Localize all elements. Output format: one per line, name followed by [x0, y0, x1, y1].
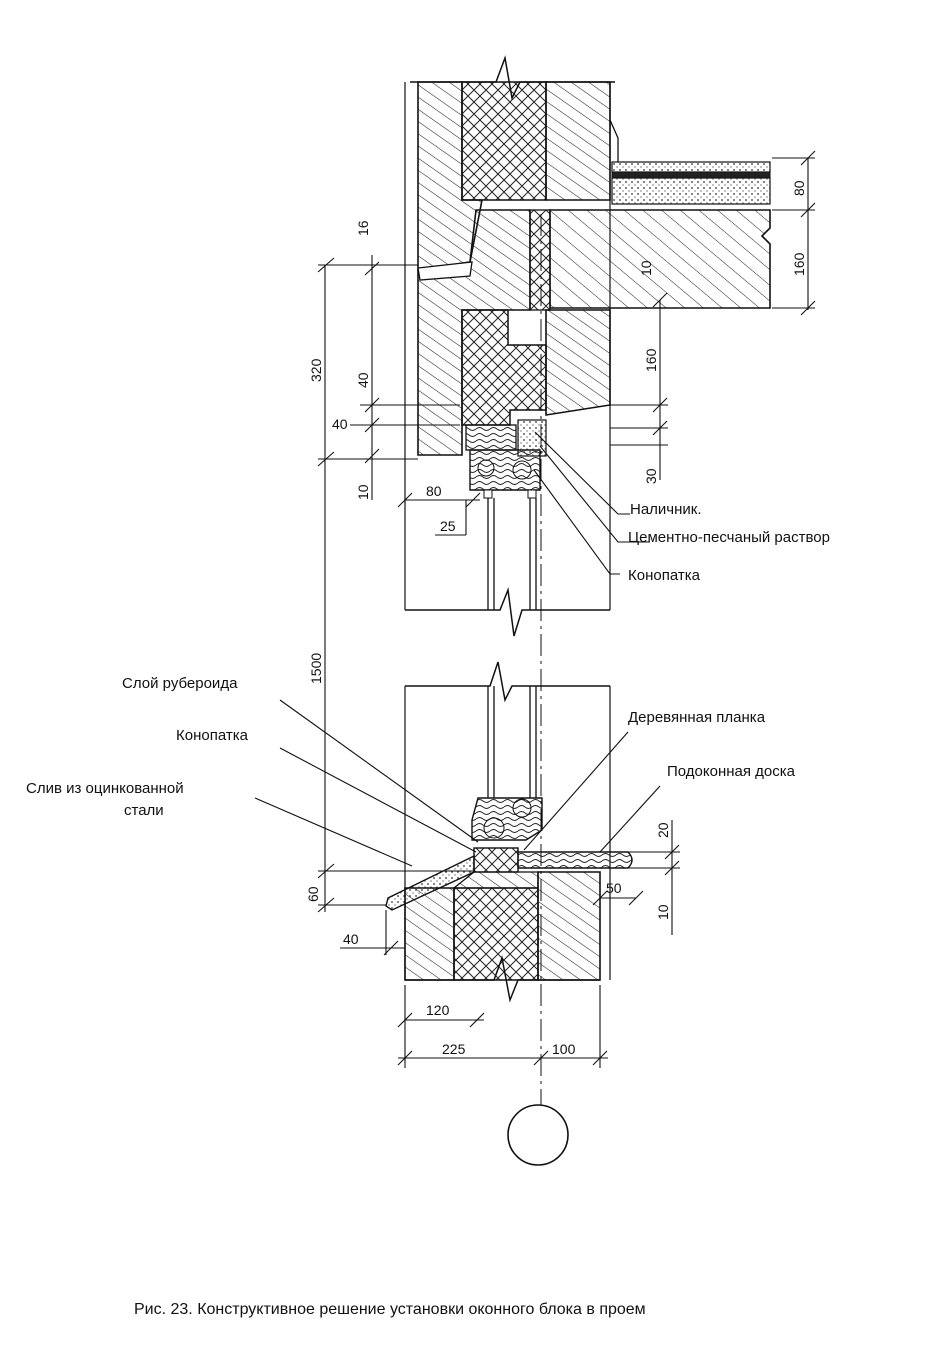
- label-drain-line1: Слив из оцинкованной: [26, 780, 184, 797]
- dim-80-slab: 80: [791, 180, 807, 196]
- dim-30: 30: [643, 468, 659, 484]
- dim-60: 60: [305, 886, 321, 902]
- dim-80-frame: 80: [426, 483, 442, 499]
- dim-50: 50: [606, 880, 622, 896]
- label-drain-line2: стали: [124, 802, 164, 819]
- label-nalichnik: Наличник.: [630, 501, 702, 518]
- dim-160-slab: 160: [791, 252, 807, 276]
- dim-40-b: 40: [332, 416, 348, 432]
- label-wooden-strip: Деревянная планка: [628, 709, 766, 726]
- dim-25: 25: [440, 518, 456, 534]
- figure-caption: Рис. 23. Конструктивное решение установк…: [134, 1301, 646, 1318]
- dim-10-top: 10: [638, 260, 654, 276]
- dim-1500: 1500: [308, 653, 324, 684]
- dim-20: 20: [655, 822, 671, 838]
- dim-320: 320: [308, 358, 324, 382]
- dim-225: 225: [442, 1041, 466, 1057]
- label-caulking-top: Конопатка: [628, 567, 701, 584]
- upper-wall-section: [404, 55, 771, 637]
- dim-120: 120: [426, 1002, 450, 1018]
- dim-160-mid: 160: [643, 348, 659, 372]
- dim-16: 16: [355, 220, 371, 236]
- label-cement-mortar: Цементно-песчаный раствор: [628, 529, 830, 546]
- label-caulking-bottom: Конопатка: [176, 727, 249, 744]
- label-roofing-layer: Слой рубероида: [122, 675, 238, 692]
- dim-40-a: 40: [355, 372, 371, 388]
- dim-40-sill: 40: [343, 931, 359, 947]
- dimension-lines: [317, 150, 816, 1068]
- leader-lines: [254, 431, 661, 867]
- dim-10-right: 10: [655, 904, 671, 920]
- lower-wall-section: [385, 661, 633, 1003]
- label-window-board: Подоконная доска: [667, 763, 796, 780]
- dim-10-left: 10: [355, 484, 371, 500]
- dim-100: 100: [552, 1041, 576, 1057]
- axis-marker: [507, 1104, 569, 1166]
